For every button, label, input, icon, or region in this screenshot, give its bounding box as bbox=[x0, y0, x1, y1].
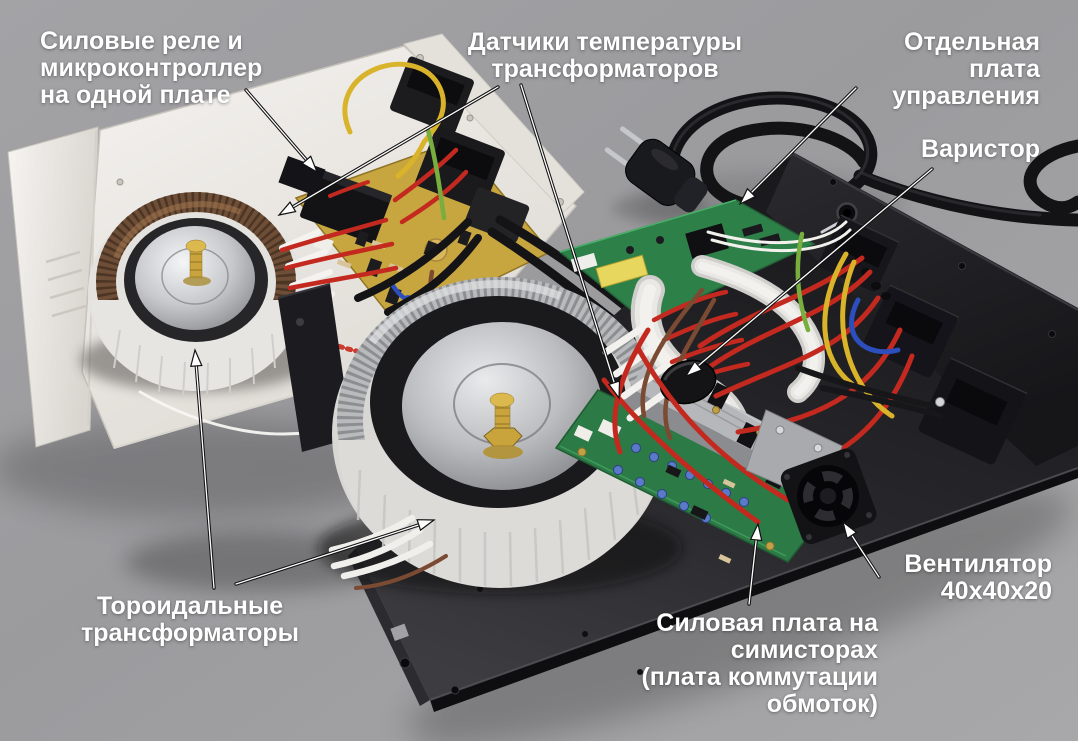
black-bracket-wedge bbox=[277, 283, 352, 452]
wall-vents bbox=[45, 250, 87, 318]
white-unit-toroidal-transformer bbox=[80, 192, 312, 399]
wrap-striations bbox=[113, 329, 276, 399]
fan-blades bbox=[803, 471, 853, 521]
cooling-fan bbox=[780, 448, 877, 545]
mounting-bolt bbox=[483, 392, 523, 459]
white-left-wall bbox=[7, 126, 99, 448]
mounting-bolt bbox=[183, 239, 211, 286]
plate-notch bbox=[390, 623, 409, 641]
wrap-striations bbox=[356, 469, 640, 587]
